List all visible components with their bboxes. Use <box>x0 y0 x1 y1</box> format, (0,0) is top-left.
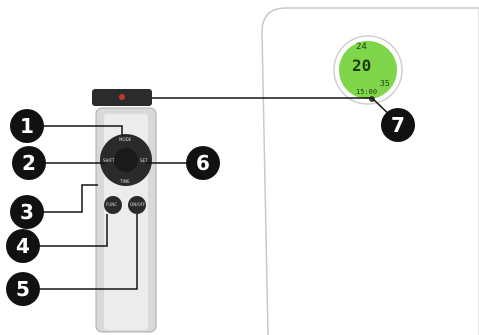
heater-panel <box>261 7 479 335</box>
callout-2: 2 <box>12 146 46 180</box>
remote-control: MODE SHIFT SET TIME FUNC ON/OFF <box>95 107 157 333</box>
leader-1 <box>29 125 123 136</box>
lcd-display: 24 20 35 15:00 <box>333 35 403 105</box>
dpad-center-button[interactable] <box>114 148 138 172</box>
callout-1: 1 <box>10 109 44 143</box>
lcd-humidity: 35 <box>380 79 390 88</box>
onoff-label: ON/OFF <box>130 202 146 207</box>
callout-4: 4 <box>6 229 40 263</box>
callout-1-label: 1 <box>20 114 34 138</box>
callout-7: 7 <box>381 108 415 142</box>
callout-2-label: 2 <box>22 151 36 175</box>
func-label: FUNC <box>106 202 117 207</box>
lcd-time: 15:00 <box>356 88 377 96</box>
set-label: SET <box>140 158 148 163</box>
leader-4 <box>31 214 108 247</box>
time-label: TIME <box>119 179 130 184</box>
leader-3 <box>36 184 98 213</box>
callout-3-label: 3 <box>20 200 34 224</box>
lcd-set-temp: 20 <box>352 56 371 75</box>
callout-5-label: 5 <box>16 277 30 301</box>
onoff-button[interactable] <box>128 196 146 214</box>
mode-label: MODE <box>119 137 132 142</box>
ir-led-icon <box>119 94 125 100</box>
callout-3: 3 <box>10 195 44 229</box>
callout-4-label: 4 <box>16 234 30 258</box>
func-button[interactable] <box>104 196 122 214</box>
lcd-top-temp: 24 <box>356 42 367 52</box>
callout-5: 5 <box>6 272 40 306</box>
leader-5 <box>34 214 138 290</box>
lcd-screen <box>339 41 397 99</box>
callout-7-label: 7 <box>391 113 405 137</box>
callout-6: 6 <box>186 146 220 180</box>
callout-6-label: 6 <box>196 151 210 175</box>
shift-label: SHIFT <box>103 158 115 163</box>
ir-emitter <box>92 89 152 106</box>
